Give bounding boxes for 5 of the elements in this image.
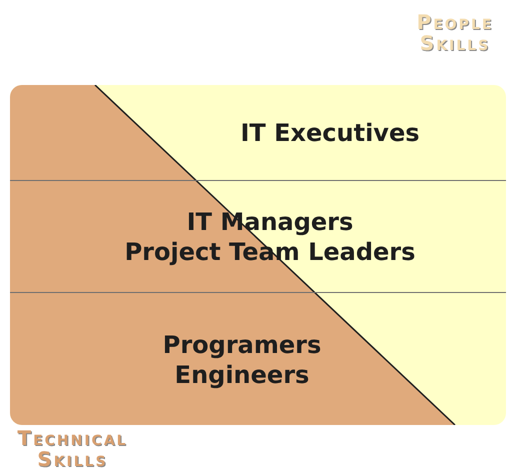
axis-label: Technical Skills: [16, 428, 129, 470]
role-label: Engineers: [174, 360, 310, 390]
axis-label: People Skills: [416, 12, 494, 54]
role-label: Programers: [162, 330, 322, 360]
role-label: IT Executives: [240, 118, 420, 148]
